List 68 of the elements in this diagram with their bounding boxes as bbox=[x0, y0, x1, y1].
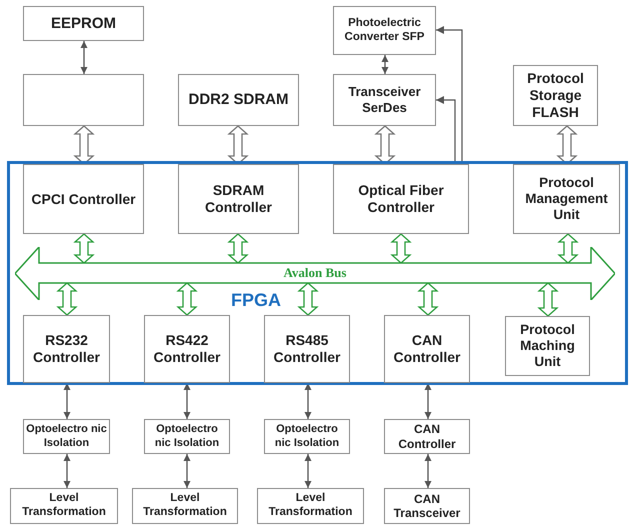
arrow bbox=[80, 41, 88, 74]
block-label: Protocol Management Unit bbox=[524, 174, 609, 224]
block-box bbox=[23, 74, 144, 126]
block-label: RS232 Controller bbox=[32, 332, 101, 366]
double-arrow bbox=[227, 233, 249, 264]
block-box bbox=[264, 419, 350, 454]
block-label: Protocol Storage FLASH bbox=[526, 70, 585, 121]
block-label: Protocol Maching Unit bbox=[519, 322, 576, 370]
block-box bbox=[132, 488, 238, 524]
block-box bbox=[178, 164, 299, 234]
block-label: CAN Controller bbox=[392, 332, 462, 366]
block-label: Level Transformation bbox=[142, 492, 228, 520]
block-label: DDR2 SDRAM bbox=[188, 91, 288, 109]
arrow bbox=[436, 96, 456, 164]
block-label: RS422 Controller bbox=[152, 332, 222, 366]
arrow bbox=[184, 454, 190, 488]
block-label: RS485 Controller bbox=[272, 332, 342, 366]
block-box bbox=[10, 488, 118, 524]
block-label: Level Transformation bbox=[21, 492, 107, 520]
arrow bbox=[64, 383, 70, 419]
block-box bbox=[384, 488, 470, 524]
double-arrow bbox=[537, 282, 559, 317]
block-label: CPCI Controller bbox=[31, 190, 136, 208]
arrow bbox=[184, 383, 190, 419]
block-box bbox=[23, 315, 110, 383]
block-label: Photoelectric Converter SFP bbox=[344, 16, 426, 44]
block-box bbox=[333, 6, 436, 55]
double-arrow bbox=[297, 282, 319, 316]
arrow bbox=[304, 383, 312, 419]
double-arrow bbox=[73, 233, 95, 264]
block-label: Optoelectro nic Isolation bbox=[26, 423, 107, 450]
block-box bbox=[264, 315, 350, 383]
block-box bbox=[144, 419, 230, 454]
bus-label: Avalon Bus bbox=[282, 264, 348, 282]
arrow bbox=[424, 383, 432, 419]
fpga-region bbox=[7, 161, 628, 385]
block-label: SDRAM Controller bbox=[204, 182, 273, 216]
block-box bbox=[513, 65, 598, 126]
block-box bbox=[513, 164, 620, 234]
double-arrow bbox=[176, 282, 198, 316]
arrow bbox=[64, 454, 70, 488]
block-box bbox=[384, 315, 470, 383]
block-box bbox=[333, 74, 436, 126]
block-box bbox=[333, 164, 469, 234]
block-label: Level Transformation bbox=[268, 492, 354, 520]
block-box bbox=[23, 164, 144, 234]
block-label: CAN Controller bbox=[397, 422, 457, 451]
block-label: Optoelectro nic Isolation bbox=[154, 423, 220, 450]
arrow bbox=[436, 26, 463, 164]
block-box bbox=[384, 419, 470, 454]
block-box bbox=[257, 488, 364, 524]
block-label: CAN Transceiver bbox=[392, 492, 462, 520]
block-box bbox=[505, 316, 590, 376]
arrow bbox=[382, 55, 388, 74]
block-box bbox=[144, 315, 230, 383]
double-arrow bbox=[390, 233, 412, 264]
double-arrow bbox=[417, 282, 439, 316]
block-box bbox=[23, 6, 144, 41]
block-label: EEPROM bbox=[50, 14, 116, 32]
arrow bbox=[304, 454, 312, 488]
arrow bbox=[424, 454, 432, 488]
block-label: Optoelectro nic Isolation bbox=[274, 423, 340, 450]
block-box bbox=[178, 74, 299, 126]
region-label: FPGA bbox=[231, 290, 282, 311]
double-arrow bbox=[56, 282, 78, 316]
block-label: Optical Fiber Controller bbox=[357, 182, 445, 216]
double-arrow bbox=[557, 233, 579, 264]
block-label: Transceiver SerDes bbox=[347, 84, 422, 116]
